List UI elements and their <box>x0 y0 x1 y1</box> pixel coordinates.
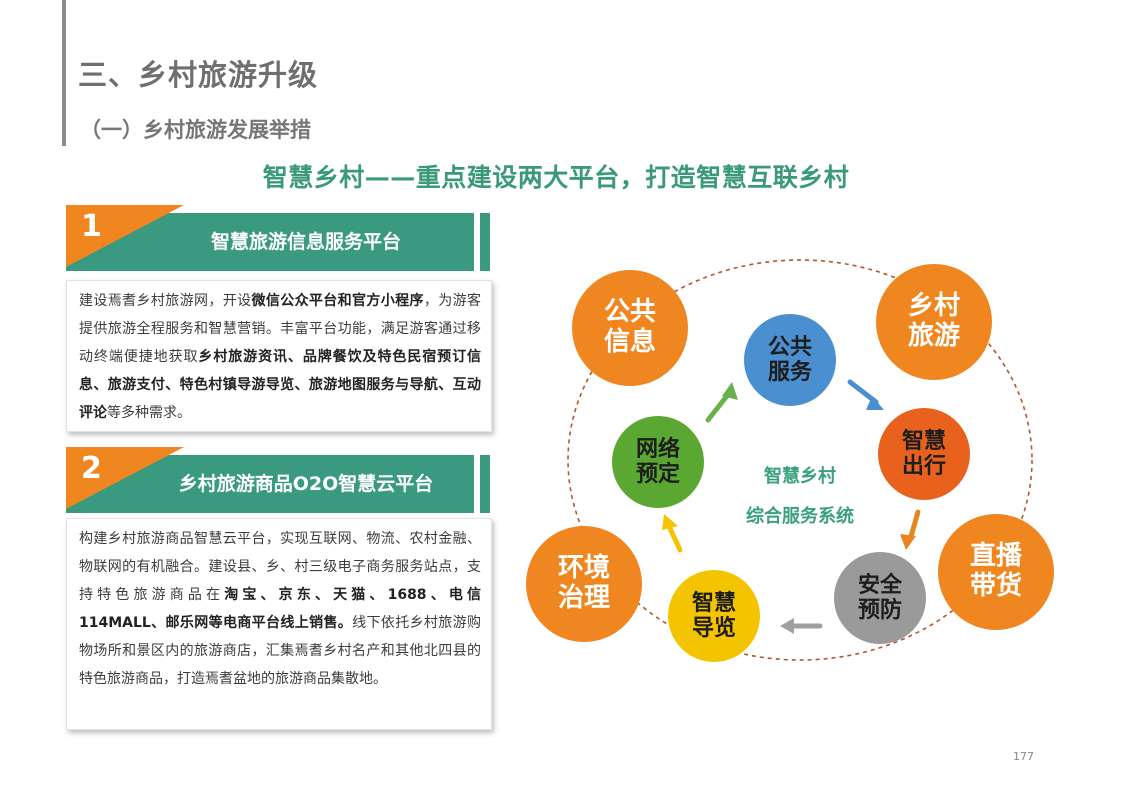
node-livestream-sales: 直播带货 <box>938 514 1054 630</box>
section-1-number: 1 <box>81 209 102 244</box>
card-2-text: 构建乡村旅游商品智慧云平台，实现互联网、物流、农村金融、物联网的有机融合。建设县… <box>79 531 481 603</box>
title-accent-bar <box>62 0 66 146</box>
section-2-card: 构建乡村旅游商品智慧云平台，实现互联网、物流、农村金融、物联网的有机融合。建设县… <box>66 518 492 730</box>
section-2-banner: 2 乡村旅游商品O2O智慧云平台 <box>66 447 492 513</box>
section-subtitle: （一）乡村旅游发展举措 <box>80 118 311 142</box>
cycle-arrow-icon <box>662 379 921 634</box>
node-environment: 环境治理 <box>526 526 642 642</box>
headline: 智慧乡村——重点建设两大平台，打造智慧互联乡村 <box>262 163 850 192</box>
section-1-title: 智慧旅游信息服务平台 <box>210 231 401 253</box>
center-label-2: 综合服务系统 <box>746 506 854 527</box>
page-number: 177 <box>1013 750 1034 763</box>
card-1-highlight: 乡村旅游资讯、品牌餐饮及特色民宿预订信息、旅游支付、特色村镇导游导览、旅游地图服… <box>79 349 482 421</box>
card-1-text: 等多种需求。 <box>107 405 191 421</box>
node-smart-guide: 智慧导览 <box>668 570 760 662</box>
card-2-highlight: 淘宝、京东、天猫、1688、电信114MALL、邮乐网等电商平台线上销售。 <box>79 587 482 631</box>
card-1-highlight: 微信公众平台和官方小程序 <box>251 293 424 309</box>
node-online-booking: 网络预定 <box>612 416 704 508</box>
node-rural-tourism: 乡村旅游 <box>876 264 992 380</box>
center-label-1: 智慧乡村 <box>764 466 836 487</box>
card-2-text: 线下依托乡村旅游购物场所和景区内的旅游商店，汇集焉耆乡村名产和其他北四县的特色旅… <box>79 615 481 687</box>
banner-2-shape <box>66 447 490 513</box>
node-public-info: 公共信息 <box>572 270 688 386</box>
section-1-banner: 1 智慧旅游信息服务平台 <box>66 205 492 271</box>
section-1-card: 建设焉耆乡村旅游网，开设微信公众平台和官方小程序，为游客提供旅游全程服务和智慧营… <box>66 280 492 432</box>
page-title: 三、乡村旅游升级 <box>78 58 319 92</box>
card-1-text: 建设焉耆乡村旅游网，开设 <box>79 293 252 309</box>
section-2-title: 乡村旅游商品O2O智慧云平台 <box>178 473 434 495</box>
banner-1-shape <box>66 205 490 271</box>
node-public-service: 公共服务 <box>744 314 836 406</box>
node-smart-travel: 智慧出行 <box>878 408 970 500</box>
service-system-diagram: 公共信息 乡村旅游 直播带货 环境治理 公共服务 智慧出行 安全预防 智慧导览 … <box>520 250 1080 670</box>
section-2-number: 2 <box>81 451 102 486</box>
card-1-text: ，为游客提供旅游全程服务和智慧营销。丰富平台功能，满足游客通过移动终端便捷地获取 <box>79 293 482 365</box>
diagram-ring <box>567 259 1033 661</box>
node-safety: 安全预防 <box>834 552 926 644</box>
